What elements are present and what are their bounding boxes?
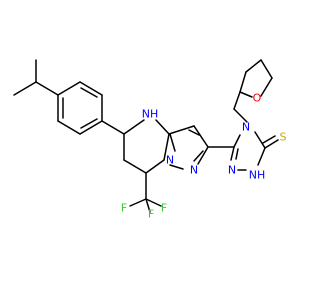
bond [235, 148, 239, 160]
bond [123, 119, 145, 135]
bond [169, 133, 176, 152]
bond [35, 81, 59, 96]
bond [155, 119, 170, 135]
bond [230, 146, 235, 161]
atom-o-thf: O [253, 92, 262, 105]
bond [245, 59, 262, 73]
bond [79, 81, 103, 96]
bond [239, 91, 253, 98]
bond [260, 77, 273, 97]
bond [254, 131, 266, 149]
bond [193, 125, 209, 148]
bond [188, 129, 200, 136]
bond [163, 133, 170, 161]
bond [101, 120, 125, 135]
bond [233, 91, 241, 110]
atom-f-left: F [121, 202, 127, 215]
bond [13, 81, 37, 96]
bond [262, 135, 276, 144]
atom-nh-triazole: NH [249, 169, 266, 182]
bond [197, 146, 209, 165]
atom-nh-ring: NH [142, 108, 159, 121]
bond [239, 71, 247, 93]
bond [193, 150, 204, 162]
atom-n-triazole-left: N [228, 164, 236, 177]
bond [145, 198, 151, 213]
molecule-diagram: NH N N N N NH O S F F F [13, 59, 287, 221]
bond [168, 125, 195, 135]
bond [129, 198, 147, 207]
atom-f-right: F [161, 202, 167, 215]
bond [79, 120, 103, 135]
bond [80, 87, 98, 98]
bond [233, 108, 248, 123]
bond [57, 81, 81, 96]
bond [57, 120, 81, 135]
bond [233, 134, 241, 148]
atom-f-top: F [148, 208, 154, 221]
atom-n-pyrazole: N [190, 164, 198, 177]
bond [169, 164, 184, 170]
bond [260, 59, 273, 79]
bond [257, 147, 266, 166]
atom-s-thione: S [280, 131, 287, 144]
bond [264, 139, 279, 149]
bond [80, 118, 98, 129]
bond [123, 159, 147, 174]
atom-n-triazole-substituted: N [242, 121, 250, 134]
atom-n-pyrazole-bridge: N [166, 154, 174, 167]
bond [145, 159, 165, 174]
structure-svg: NH N N N N NH O S F F F [13, 59, 287, 221]
bond [145, 198, 162, 207]
